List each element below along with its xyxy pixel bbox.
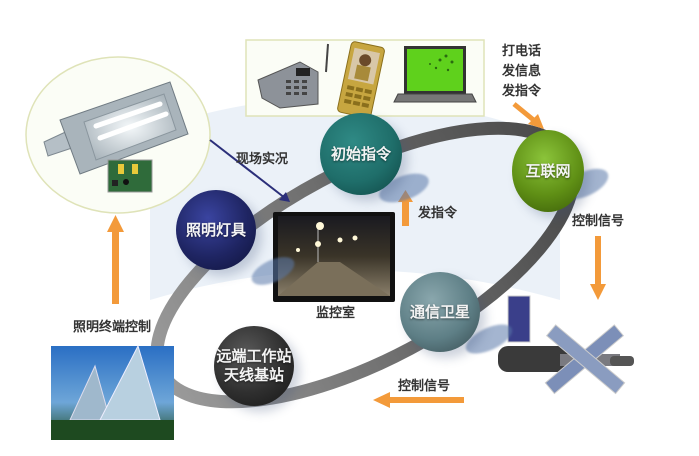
background-graphic (150, 97, 560, 300)
terminal-control-label: 照明终端控制 (73, 320, 152, 335)
control-signal-left-arrow (373, 392, 464, 408)
control-signal-down-arrow (590, 236, 606, 300)
node-label: 通信卫星 (409, 302, 470, 321)
antenna-station-image (51, 344, 174, 440)
terminal-control-arrow (107, 215, 124, 304)
site-status-arrow (209, 139, 286, 199)
user-action-message: 发信息 (502, 64, 542, 79)
arrow-to-internet (512, 102, 544, 129)
user-action-command: 发指令 (502, 84, 542, 99)
desk-phone-icon (257, 43, 329, 109)
node-label-line2: 天线基站 (223, 366, 284, 384)
node-initial-command: 初始指令 (320, 113, 402, 195)
node-remote-station: 远端工作站 天线基站 (214, 326, 294, 406)
control-signal-right-label: 控制信号 (572, 214, 625, 229)
streetlight-lamp-icon (43, 81, 189, 175)
node-label: 初始指令 (330, 144, 391, 163)
circuit-board-icon (107, 159, 153, 193)
control-signal-bottom-label: 控制信号 (398, 379, 451, 394)
satellite-image (498, 295, 634, 395)
user-action-call: 打电话 (502, 44, 542, 59)
node-label-line1: 远端工作站 (216, 347, 292, 365)
laptop-icon (393, 46, 477, 103)
node-internet: 互联网 (512, 130, 584, 212)
site-status-label: 现场实况 (236, 152, 289, 167)
monitor-room-label: 监控室 (316, 306, 356, 321)
monitor-icon (273, 212, 395, 302)
node-comm-satellite: 通信卫星 (400, 272, 480, 352)
mobile-phone-icon (337, 41, 385, 119)
node-label: 互联网 (525, 161, 571, 180)
node-lighting-fixture: 照明灯具 (176, 190, 256, 270)
node-label: 照明灯具 (185, 220, 246, 239)
send-command-label: 发指令 (418, 206, 458, 221)
